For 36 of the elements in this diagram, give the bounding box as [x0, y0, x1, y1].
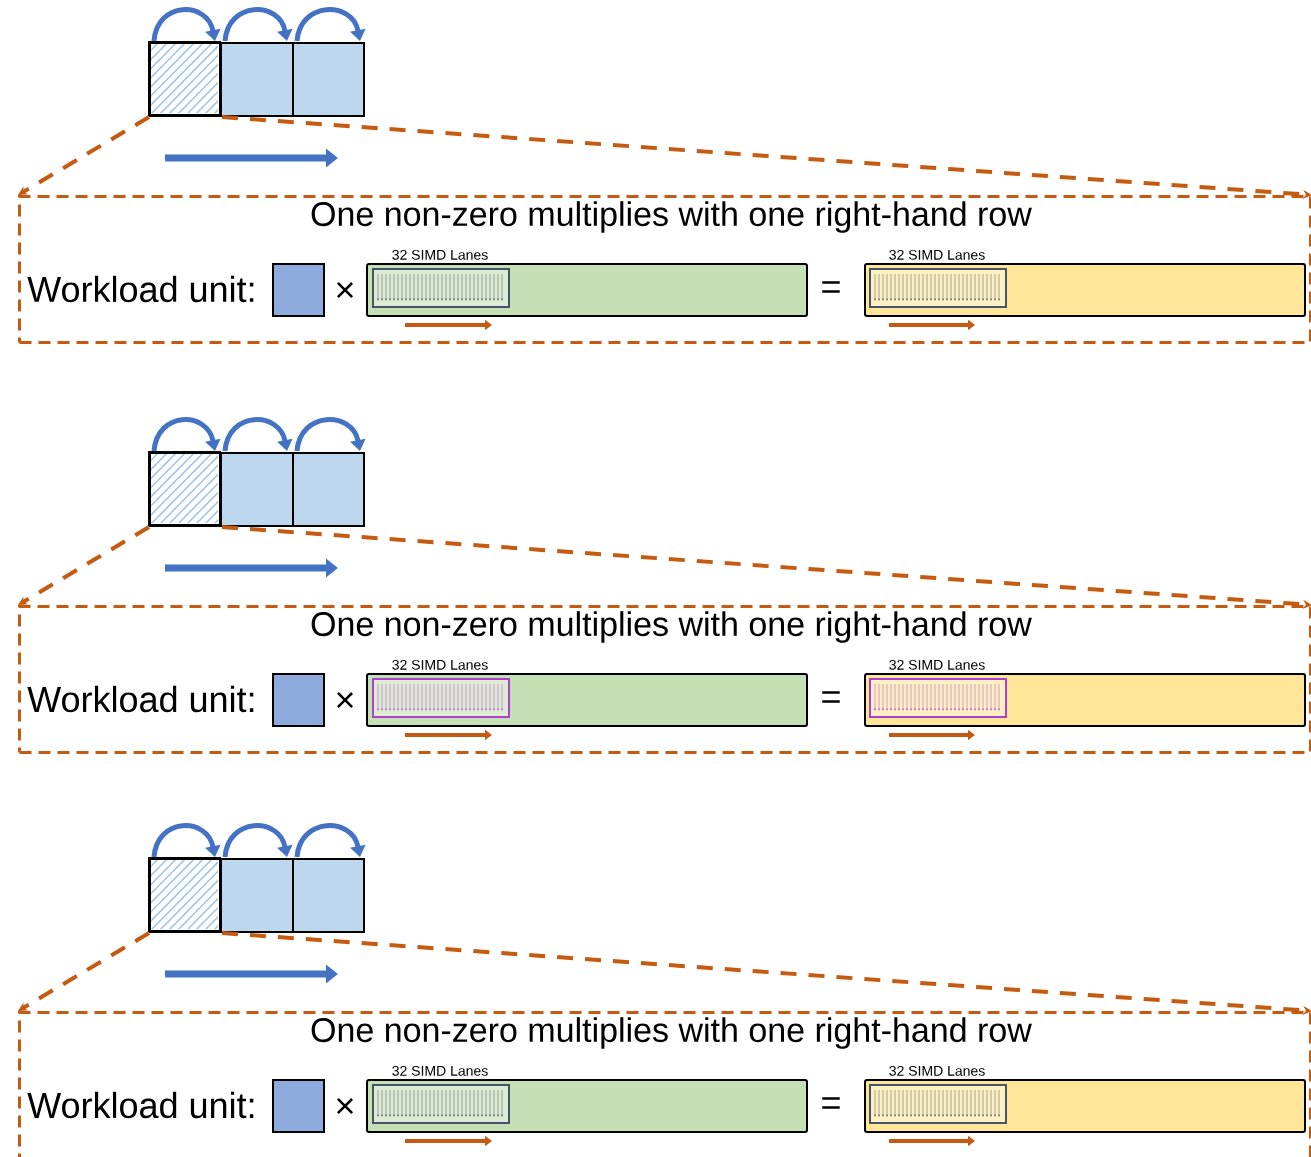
hop-arrow [294, 823, 366, 858]
workload-label: Workload unit: [27, 275, 254, 303]
square-box [292, 42, 365, 117]
square-box [292, 452, 365, 527]
hatched-box [148, 41, 222, 117]
node-label: 32 SIMD Lanes [889, 249, 985, 260]
hop-arrow [222, 417, 293, 452]
square-box [292, 858, 365, 933]
times-sign: × [337, 1098, 354, 1115]
hop-arrow [222, 7, 293, 42]
times-sign: × [337, 692, 354, 709]
node-label: 32 SIMD Lanes [889, 659, 985, 670]
simd-lanes-box: 32 SIMD Lanes [869, 659, 1007, 718]
simd-lanes-box: 32 SIMD Lanes [372, 659, 510, 718]
simd-lanes-box: 32 SIMD Lanes [372, 249, 510, 308]
node-label: 32 SIMD Lanes [392, 1065, 488, 1076]
workload-square [272, 673, 325, 727]
workload-label: Workload unit: [27, 685, 254, 713]
hatched-box [148, 857, 222, 933]
hop-arrow [294, 417, 366, 452]
node-label: 32 SIMD Lanes [392, 249, 488, 260]
zoom-line [18, 931, 151, 1011]
hop-arrow [294, 7, 366, 42]
simd-lanes-box: 32 SIMD Lanes [372, 1065, 510, 1124]
simd-lanes-box: 32 SIMD Lanes [869, 249, 1007, 308]
node-label: 32 SIMD Lanes [889, 1065, 985, 1076]
hatched-box [148, 451, 222, 527]
times-sign: × [337, 282, 354, 299]
zoom-line [18, 115, 151, 195]
hop-arrow [222, 823, 293, 858]
workload-label: Workload unit: [27, 1091, 254, 1119]
zoom-line [18, 525, 151, 605]
workload-square [272, 1079, 325, 1133]
simd-lanes-box: 32 SIMD Lanes [869, 1065, 1007, 1124]
node-label: 32 SIMD Lanes [392, 659, 488, 670]
workload-square [272, 263, 325, 317]
